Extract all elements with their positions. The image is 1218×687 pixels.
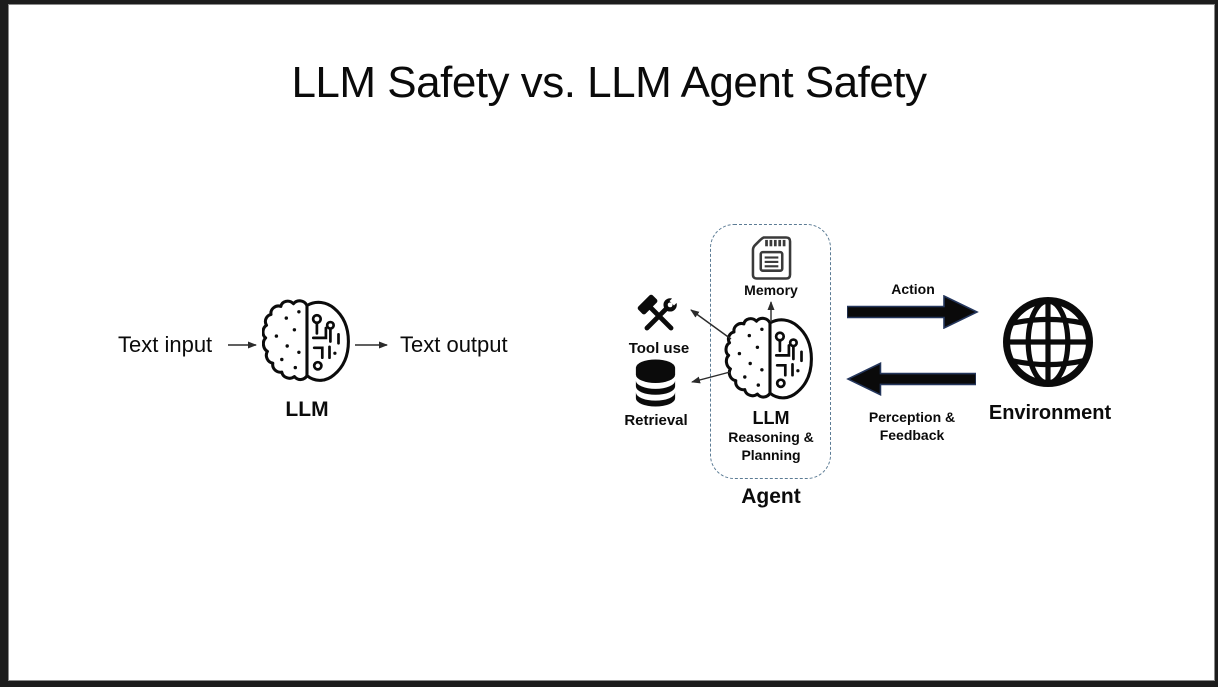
retrieval-label: Retrieval — [624, 412, 688, 429]
text-output-label: Text output — [400, 332, 508, 357]
environment-label: Environment — [988, 402, 1112, 424]
perception-feedback-label: Perception & Feedback — [868, 409, 956, 444]
action-label: Action — [891, 281, 935, 297]
text-input-label: Text input — [118, 332, 213, 357]
action-arrow — [847, 295, 979, 329]
tool-use-label: Tool use — [628, 340, 690, 357]
brain-circuit-icon — [724, 316, 813, 400]
hammer-wrench-icon — [637, 294, 680, 331]
slide-title: LLM Safety vs. LLM Agent Safety — [291, 58, 927, 107]
agent-container-box — [710, 224, 831, 479]
reasoning-planning-label: Reasoning & Planning — [728, 429, 814, 464]
perception-feedback-arrow — [846, 362, 976, 396]
globe-icon — [1003, 297, 1093, 387]
memory-label: Memory — [744, 282, 798, 298]
agent-label: Agent — [741, 485, 801, 508]
database-icon — [635, 359, 676, 407]
memory-card-icon — [751, 236, 792, 280]
agent-llm-label: LLM — [752, 408, 790, 428]
brain-circuit-icon — [262, 299, 350, 382]
llm-label: LLM — [285, 398, 329, 421]
